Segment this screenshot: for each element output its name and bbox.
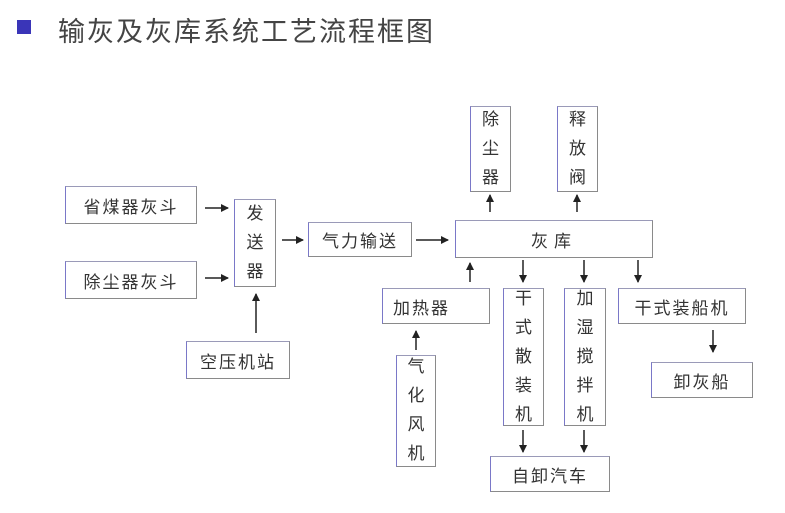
node-dry-ship-loader: 干式装船机 [618, 288, 746, 324]
vertical-char: 除 [482, 109, 499, 130]
title-bullet-icon [17, 20, 31, 34]
node-humidifying-mixer: 加湿搅拌机 [564, 288, 606, 426]
vertical-char: 装 [515, 375, 532, 396]
node-dry-bulk-loader: 干式散装机 [503, 288, 544, 426]
vertical-char: 拌 [576, 375, 594, 396]
node-air-compressor-station: 空压机站 [186, 341, 290, 379]
node-dust-collector-hopper: 除尘器灰斗 [65, 261, 197, 299]
vertical-char: 器 [246, 261, 264, 282]
vertical-char: 气 [407, 357, 425, 377]
vertical-char: 机 [407, 444, 425, 464]
vertical-char: 散 [515, 346, 532, 367]
vertical-char: 加 [576, 288, 594, 309]
vertical-char: 干 [515, 288, 532, 309]
vertical-char: 搅 [576, 346, 594, 367]
node-economizer-hopper: 省煤器灰斗 [65, 186, 197, 224]
node-release-valve: 释放阀 [557, 106, 598, 192]
vertical-char: 尘 [482, 138, 499, 159]
node-pneumatic-conveying: 气力输送 [308, 222, 412, 257]
vertical-char: 机 [515, 404, 532, 425]
node-dump-truck: 自卸汽车 [490, 456, 610, 492]
vertical-char: 式 [515, 317, 532, 338]
vertical-char: 器 [482, 167, 499, 188]
page-title: 输灰及灰库系统工艺流程框图 [58, 17, 435, 48]
node-ash-silo: 灰库 [455, 220, 653, 258]
vertical-char: 湿 [576, 317, 594, 338]
vertical-char: 释 [569, 109, 586, 130]
node-dust-remover: 除尘器 [470, 106, 511, 192]
node-ash-unloading-ship: 卸灰船 [651, 362, 753, 398]
vertical-char: 机 [576, 404, 594, 425]
vertical-char: 阀 [569, 167, 586, 188]
vertical-char: 化 [407, 386, 425, 406]
node-gasification-fan: 气化风机 [396, 355, 436, 467]
vertical-char: 风 [407, 415, 425, 435]
vertical-char: 送 [246, 232, 264, 253]
node-heater: 加热器 [382, 288, 490, 324]
node-transmitter: 发送器 [234, 199, 276, 287]
vertical-char: 发 [246, 203, 264, 224]
vertical-char: 放 [569, 138, 586, 159]
